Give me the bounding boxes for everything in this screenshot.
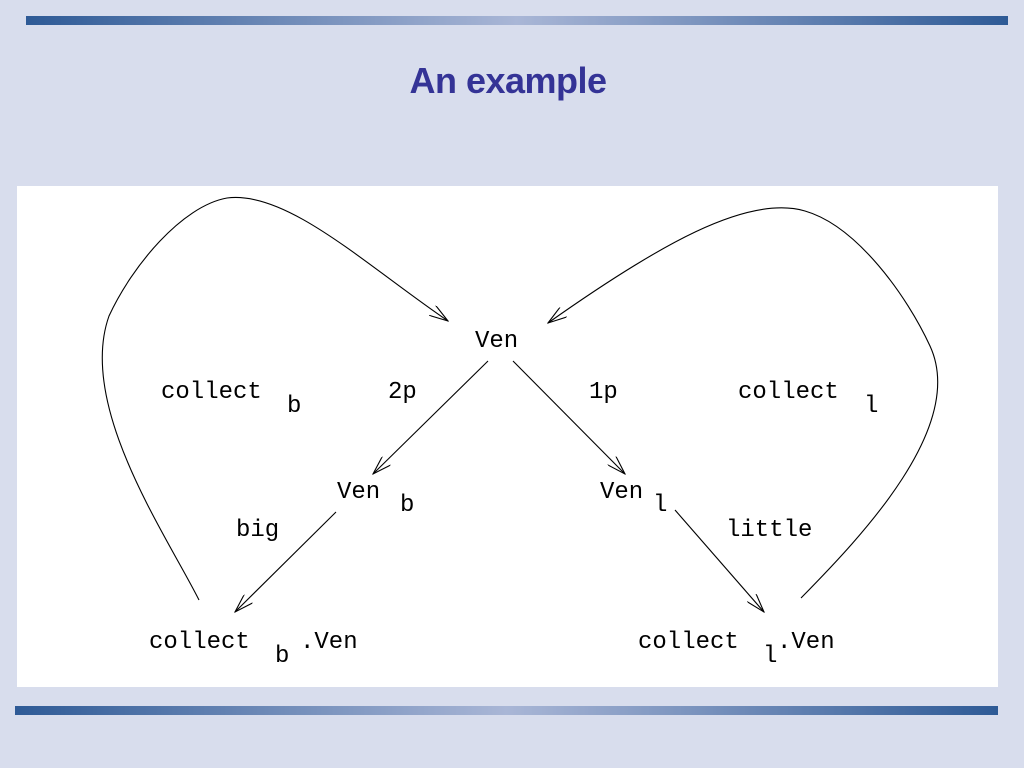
edge-collect-b-loop (101, 196, 448, 601)
edge-ven-l-to-collect-l-ven (674, 509, 764, 612)
node-collect-l-ven-subscript: l (763, 643, 777, 670)
slide-title: An example (409, 60, 607, 101)
node-ven-b-subscript: b (400, 492, 414, 519)
edge-label-collect-l-subscript: l (864, 393, 878, 420)
node-collect-b-ven-suffix: .Ven (300, 629, 358, 656)
node-collect-b-ven: collect (149, 629, 250, 656)
node-ven-root: Ven (475, 328, 518, 355)
diagram-panel: Ven Ven b Ven l collect b .Ven collect l… (17, 186, 998, 687)
edge-label-collect-b-subscript: b (287, 393, 301, 420)
edge-label-1p: 1p (589, 379, 618, 406)
node-collect-l-ven-suffix: .Ven (777, 629, 835, 656)
diagram-canvas: Ven Ven b Ven l collect b .Ven collect l… (101, 196, 939, 670)
node-collect-l-ven: collect (638, 629, 739, 656)
node-ven-l: Ven (600, 479, 643, 506)
edge-label-2p: 2p (388, 379, 417, 406)
node-ven-l-subscript: l (653, 492, 667, 519)
top-rule (26, 16, 1008, 25)
edge-ven-b-to-collect-b-ven (235, 511, 337, 612)
node-collect-b-ven-subscript: b (275, 643, 289, 670)
edge-root-to-ven-l (512, 360, 625, 474)
edge-collect-l-loop (548, 207, 939, 599)
bottom-rule (15, 706, 998, 715)
edge-label-collect-l: collect (738, 379, 839, 406)
edge-label-little: little (726, 517, 812, 544)
edge-label-collect-b: collect (161, 379, 262, 406)
node-ven-b: Ven (337, 479, 380, 506)
edge-root-to-ven-b (373, 360, 489, 474)
edge-label-big: big (236, 517, 279, 544)
